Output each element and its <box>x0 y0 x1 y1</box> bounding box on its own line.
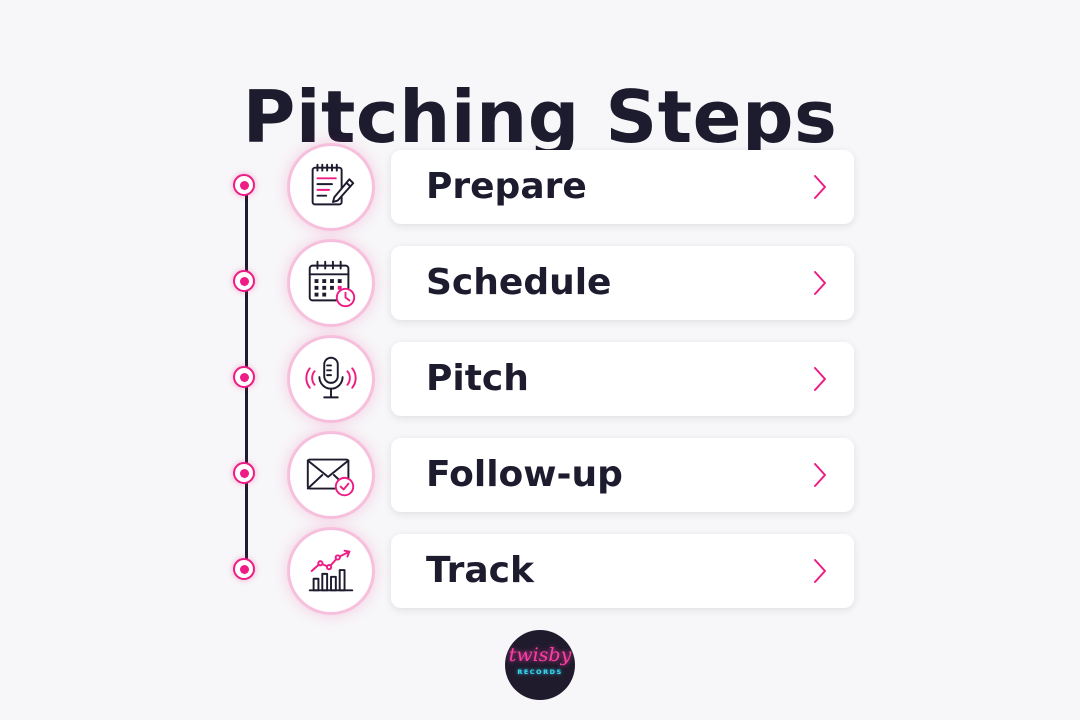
step-card-pitch[interactable]: Pitch <box>391 342 854 416</box>
step-label: Schedule <box>426 262 612 303</box>
icon-badge-track <box>290 530 372 612</box>
icon-badge-prepare <box>290 146 372 228</box>
page-title: Pitching Steps <box>242 75 838 160</box>
step-card-follow-up[interactable]: Follow-up <box>391 438 854 512</box>
icon-badge-pitch <box>290 338 372 420</box>
timeline-dot-prepare <box>233 174 255 196</box>
chevron-right-icon <box>814 271 826 295</box>
step-card-prepare[interactable]: Prepare <box>391 150 854 224</box>
timeline-dot-schedule <box>233 270 255 292</box>
step-label: Track <box>426 550 534 591</box>
logo-wordmark: twisby <box>508 644 572 666</box>
bar-chart-trend-icon <box>308 549 354 592</box>
microphone-icon <box>305 356 357 399</box>
icon-badge-follow-up <box>290 434 372 516</box>
brand-logo: twisby RECORDS <box>505 630 575 700</box>
chevron-right-icon <box>814 175 826 199</box>
chevron-right-icon <box>814 367 826 391</box>
timeline-dot-pitch <box>233 366 255 388</box>
envelope-check-icon <box>306 458 355 497</box>
chevron-right-icon <box>814 463 826 487</box>
logo-subtitle: RECORDS <box>517 668 563 676</box>
step-label: Pitch <box>426 358 529 399</box>
step-label: Prepare <box>426 166 587 207</box>
step-card-schedule[interactable]: Schedule <box>391 246 854 320</box>
timeline-dot-follow-up <box>233 462 255 484</box>
notepad-pencil-icon <box>311 163 355 206</box>
chevron-right-icon <box>814 559 826 583</box>
calendar-clock-icon <box>308 260 356 308</box>
step-card-track[interactable]: Track <box>391 534 854 608</box>
timeline-dot-track <box>233 558 255 580</box>
icon-badge-schedule <box>290 242 372 324</box>
step-label: Follow-up <box>426 454 623 495</box>
